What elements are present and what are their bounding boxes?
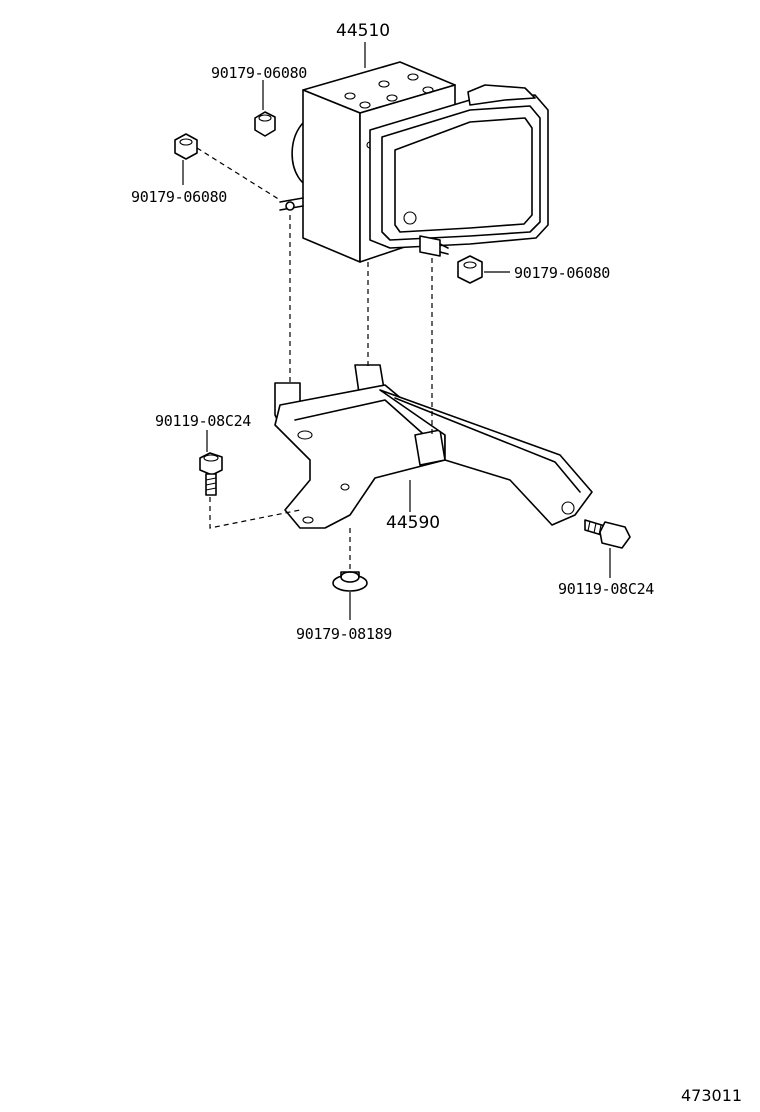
reference-number: 473011 (681, 1086, 742, 1105)
bolt-left-icon (199, 452, 223, 496)
nut-top-icon (254, 111, 276, 137)
part-label-bolt-left: 90119-08C24 (155, 412, 251, 430)
part-label-nut-right: 90179-06080 (514, 264, 610, 282)
nut-right-icon (457, 255, 483, 284)
abs-bracket (274, 364, 593, 529)
washer-nut-icon (332, 571, 368, 592)
part-label-bracket: 44590 (386, 513, 440, 533)
part-label-washer-nut: 90179-08189 (296, 625, 392, 643)
part-label-nut-top: 90179-06080 (211, 64, 307, 82)
part-label-bolt-right: 90119-08C24 (558, 580, 654, 598)
bolt-right-icon (584, 519, 631, 549)
part-label-nut-left: 90179-06080 (131, 188, 227, 206)
abs-actuator (279, 61, 549, 263)
part-label-actuator: 44510 (336, 21, 390, 41)
leader-lines (182, 42, 611, 620)
nut-left-icon (174, 133, 198, 160)
alignment-lines (196, 147, 433, 570)
